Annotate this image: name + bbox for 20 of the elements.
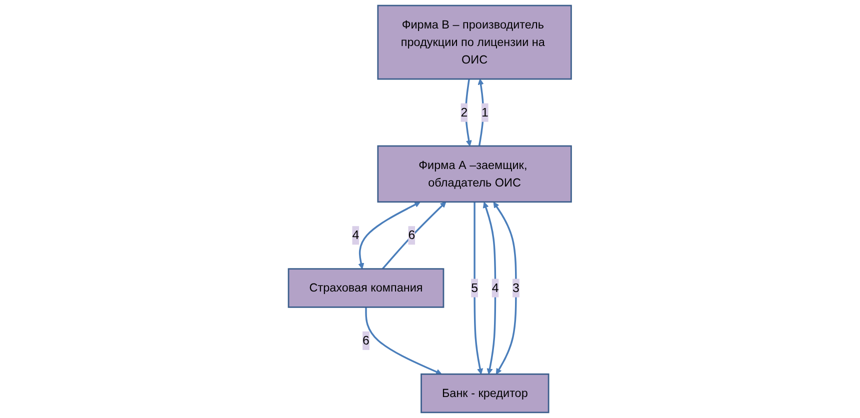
edge-label: 1 [482,105,488,120]
edge-label: 4 [352,228,360,242]
arrow [474,202,484,374]
node-box: Фирма В – производитель продукции по лицензии на ОИС [377,4,572,80]
node-box: Банк - кредитор [420,373,550,414]
arrow [483,202,496,374]
node-box: Страховая компания [288,268,444,308]
edge-label: 4 [492,280,499,295]
edge-label: 3 [512,280,520,295]
arrow [382,202,446,270]
arrow [465,78,472,146]
arrow [493,202,517,374]
edge-label: 5 [471,280,478,295]
arrow [478,78,484,146]
arrow [365,307,442,375]
arrow [358,202,421,270]
edge-label: 6 [362,333,370,348]
edge-label: 6 [408,228,416,242]
edge-label: 2 [460,105,468,120]
node-box: Фирма А –заемщик, обладатель ОИС [377,145,572,203]
